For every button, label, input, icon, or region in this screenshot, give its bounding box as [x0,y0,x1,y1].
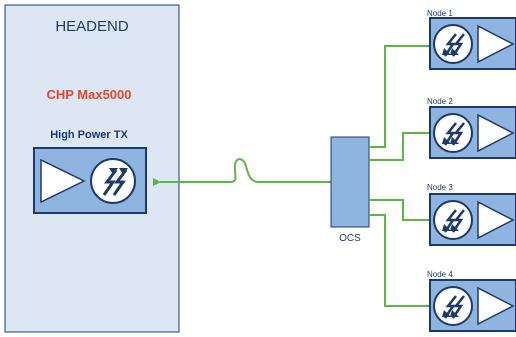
transmitter-label: High Power TX [50,129,128,141]
node-1-label: Node 1 [427,9,453,18]
ocs-box [330,136,370,228]
branch-node-3 [369,199,430,221]
node-2-label: Node 2 [427,97,453,106]
node-2: Node 2 [427,97,516,159]
amplifier-icon [477,113,515,153]
ocs-label: OCS [339,233,361,244]
branch-node-2 [369,132,430,161]
receiver-icon [433,200,473,240]
node-3-label: Node 3 [427,183,453,192]
ocs-splitter: OCS [330,136,370,244]
receiver-icon [433,113,473,153]
headend-panel: HEADEND CHP Max5000 High Power TX [4,4,180,333]
fiber-branches [369,45,430,307]
laser-diode-icon [90,158,136,204]
node-3: Node 3 [427,183,516,246]
amplifier-icon [477,24,515,64]
product-name: CHP Max5000 [46,87,131,102]
amplifier-icon [477,286,515,326]
node-4: Node 4 [427,270,516,332]
transmitter-device [33,147,147,214]
fiber-trunk [153,158,331,186]
receiver-icon [433,286,473,326]
branch-node-4 [369,214,430,307]
receiver-icon [433,24,473,64]
node-1: Node 1 [427,9,516,70]
amplifier-icon [477,200,515,240]
node-4-label: Node 4 [427,270,453,279]
branch-node-1 [369,45,430,148]
headend-title: HEADEND [55,18,129,35]
amplifier-icon [40,158,86,204]
